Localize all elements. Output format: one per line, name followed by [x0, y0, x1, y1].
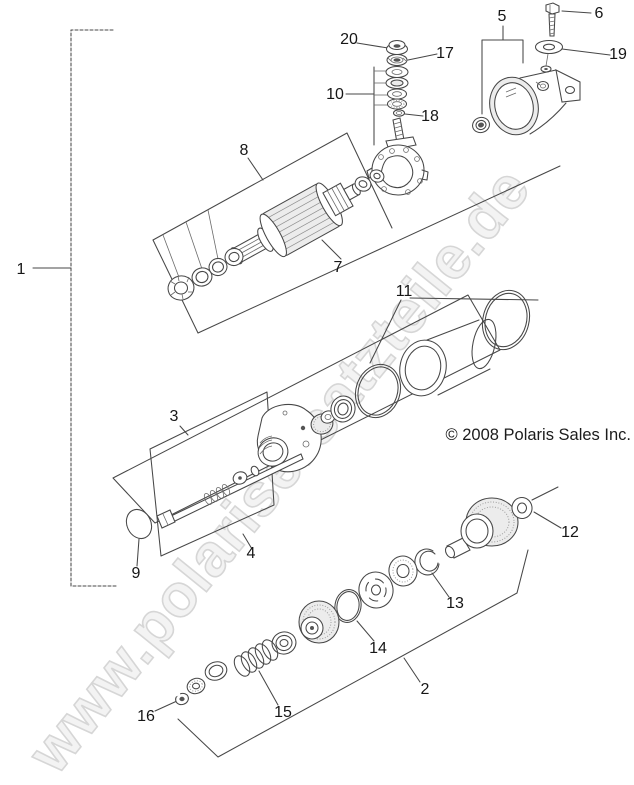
- callout-14-leader: [356, 620, 375, 642]
- copyright-text: © 2008 Polaris Sales Inc.: [445, 426, 631, 444]
- slotted-washer-part: [388, 555, 418, 587]
- o-ring-right-part: [481, 289, 531, 351]
- callout-19: 19: [609, 46, 627, 63]
- flat-washer-part: [534, 39, 564, 73]
- stop-washer-part: [232, 465, 260, 485]
- e-clip-part: [174, 691, 189, 706]
- callout-11-leader-right: [409, 297, 539, 301]
- parts-diagram-page: { "diagram": { "watermark": "www.polaris…: [13, 2, 631, 785]
- armature-washer-kit: [167, 247, 244, 301]
- small-washer-part: [186, 677, 206, 695]
- callout-20: 20: [340, 31, 358, 48]
- spring-retainer-part: [271, 631, 297, 655]
- callout-3-leader: [179, 425, 189, 436]
- callout-17-leader: [407, 53, 438, 61]
- callout-5: 5: [498, 8, 507, 25]
- callout-16-leader: [154, 700, 178, 712]
- roller-clutch-plate-part: [358, 571, 394, 609]
- mounting-bolt-part: [545, 2, 560, 37]
- callout-9-leader: [136, 538, 140, 567]
- callout-2: 2: [421, 681, 430, 698]
- callout-12: 12: [561, 524, 579, 541]
- callout-11-leader-left: [369, 299, 402, 364]
- lock-nut-part: [386, 53, 408, 67]
- through-bolt-part: [156, 453, 304, 529]
- retaining-ring-part: [334, 589, 362, 623]
- callout-8: 8: [240, 142, 249, 159]
- callout-3: 3: [170, 408, 179, 425]
- terminal-nut-part: [385, 39, 409, 56]
- drive-end-housing-part: [256, 403, 322, 473]
- callout-17: 17: [436, 45, 454, 62]
- motor-yoke-part: [399, 318, 497, 397]
- callout-10: 10: [326, 86, 344, 103]
- callout-7: 7: [334, 259, 343, 276]
- callout-18-leader: [404, 113, 424, 117]
- callout-15-leader: [258, 670, 279, 706]
- callout-7-leader: [321, 239, 342, 260]
- callout-16: 16: [137, 708, 155, 725]
- box-group-3: [112, 294, 501, 524]
- armature-part: [230, 182, 361, 265]
- bearing-part: [330, 395, 356, 423]
- terminal-washer-stack-part: [385, 65, 409, 110]
- bracket-group-5: [481, 25, 524, 115]
- callout-8-leader: [247, 157, 264, 181]
- thrust-washer-part: [511, 496, 533, 520]
- end-housing-part: [472, 69, 581, 136]
- callout-4: 4: [247, 545, 256, 562]
- terminal-stud-part: [536, 80, 550, 92]
- exploded-parts-diagram: 1 2 3 4 5 6 7 8 9 10 11 12 13 14 15 16 1…: [17, 2, 631, 758]
- callout-12-leader: [533, 511, 562, 529]
- snap-ring-part: [414, 548, 440, 576]
- callout-13: 13: [446, 595, 464, 612]
- callout-1: 1: [17, 261, 26, 278]
- box-group-8: [152, 132, 561, 334]
- output-gear-part: [444, 497, 519, 559]
- o-ring-left-part: [354, 363, 402, 419]
- inspection-plug-part: [125, 508, 153, 540]
- callout-13-leader: [431, 572, 450, 598]
- callout-20-leader: [356, 42, 389, 49]
- armature-end-washers: [354, 169, 385, 192]
- brush-plate-part: [366, 117, 429, 196]
- callout-9: 9: [132, 565, 141, 582]
- clutch-drum-part: [298, 600, 340, 644]
- callout-11: 11: [396, 283, 413, 300]
- spacer-ring-part: [204, 661, 228, 681]
- callout-6-leader: [561, 10, 592, 14]
- callout-18: 18: [421, 108, 439, 125]
- callout-6: 6: [595, 5, 604, 22]
- bracket-group-1: [32, 29, 119, 587]
- callout-4-leader: [242, 533, 253, 550]
- callout-15: 15: [274, 704, 292, 721]
- bracket-group-2: [177, 549, 529, 758]
- callout-14: 14: [369, 640, 387, 657]
- insulator-ring-part: [392, 109, 406, 117]
- return-spring-part: [233, 639, 279, 677]
- washer-12-pointer-line: [531, 486, 559, 501]
- bushing-part: [472, 116, 490, 134]
- callout-19-leader: [561, 48, 611, 56]
- box-group-4: [149, 391, 275, 557]
- callout-2-leader: [403, 657, 421, 683]
- bracket-group-10: [345, 66, 388, 146]
- leader-lines: [136, 10, 611, 712]
